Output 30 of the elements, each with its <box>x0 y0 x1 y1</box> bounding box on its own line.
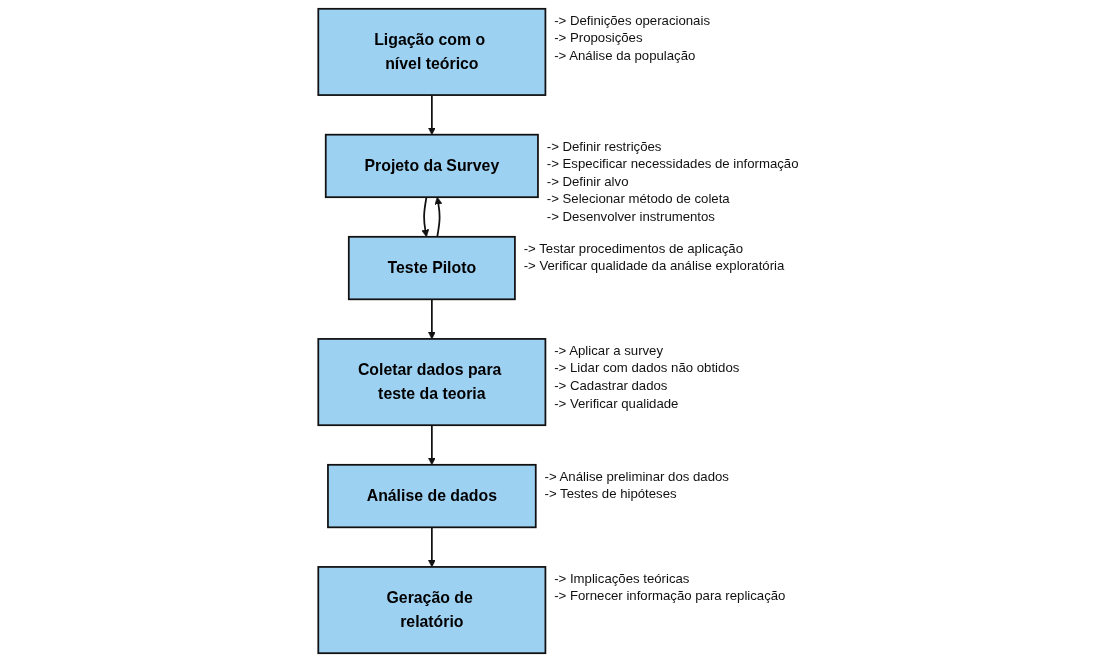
note-text: -> Cadastrar dados <box>554 378 668 393</box>
note-text: -> Definir alvo <box>546 173 629 189</box>
node-box: Coletar dados para teste da teoria <box>317 338 547 427</box>
note-text: -> Lidar com dados não obtidos <box>554 360 740 376</box>
note-text: -> Definições operacionais <box>554 12 710 28</box>
arrow <box>428 424 436 466</box>
node-box: Projeto da Survey <box>324 133 539 199</box>
note-text: -> Testes de hipóteses <box>544 486 677 502</box>
node-box: Teste Piloto <box>347 235 516 301</box>
note-text: -> Análise preliminar dos dados <box>544 468 729 484</box>
note-text: -> Selecionar método de coleta <box>546 191 730 207</box>
note-text: -> Fornecer informação para replicação <box>554 588 786 604</box>
arrow <box>421 196 430 238</box>
arrow <box>428 526 436 568</box>
arrow <box>434 196 443 238</box>
node-box: Geração de relatório <box>317 566 547 655</box>
note-text: -> Definir restrições <box>546 138 662 154</box>
arrow <box>428 94 436 136</box>
note-text: -> Proposições <box>554 30 643 46</box>
note-text: -> Análise da população <box>554 47 696 63</box>
note-text: -> Implicações teóricas <box>554 570 690 586</box>
note-text: -> Testar procedimentos de aplicação <box>523 240 743 256</box>
note-text: -> Verificar qualidade da análise exploratória <box>523 258 785 274</box>
node-box: Análise de dados <box>327 463 537 529</box>
note-text: -> Desenvolver instrumentos <box>546 208 715 224</box>
node-box: Ligação com o nível teórico <box>317 7 547 96</box>
note-text: -> Especificar necessidades de informação <box>546 156 799 172</box>
arrow <box>428 298 436 340</box>
note-text: -> Aplicar a survey <box>554 342 664 358</box>
note-text: -> Verificar qualidade <box>554 395 679 411</box>
